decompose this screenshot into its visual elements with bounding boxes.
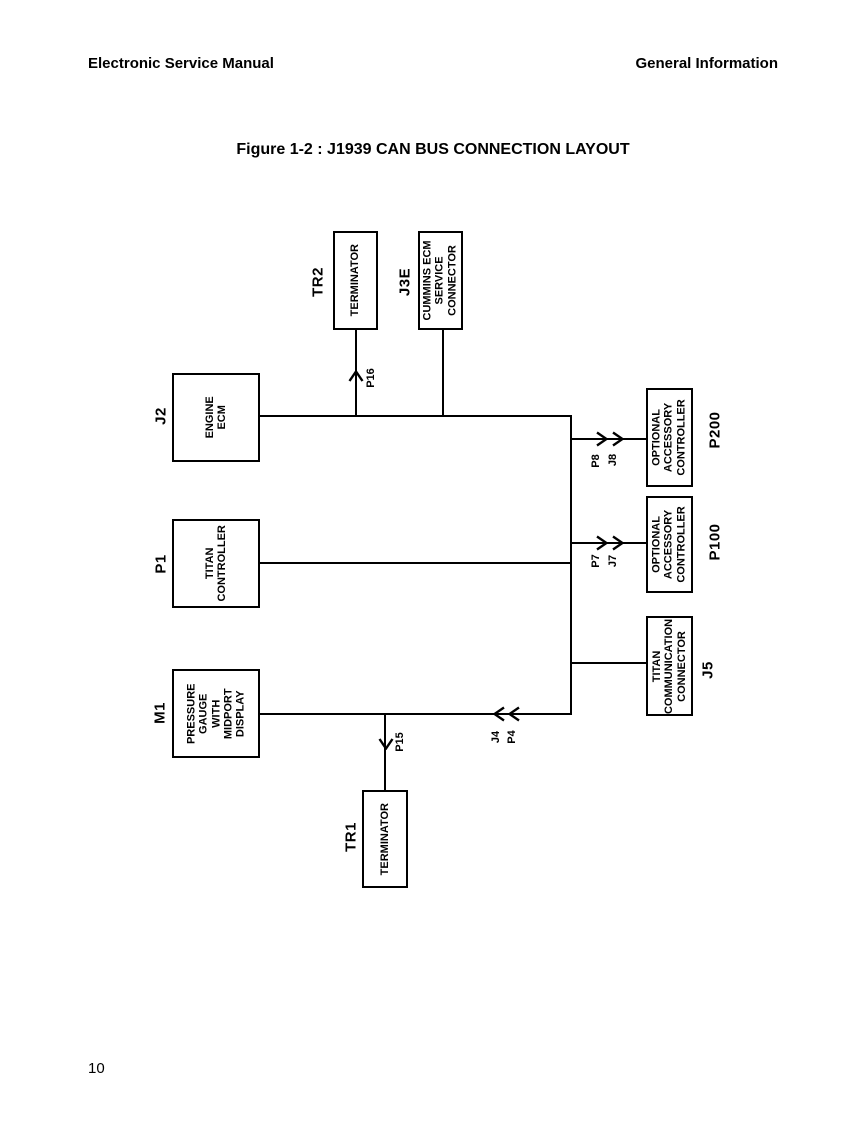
page-header: Electronic Service Manual General Inform… bbox=[88, 55, 778, 72]
j3e-drop-line bbox=[442, 330, 444, 416]
connector-label-j7: J7 bbox=[607, 554, 619, 568]
p4-arrow-left-icon bbox=[508, 706, 520, 722]
p15-arrow-down-icon bbox=[378, 738, 394, 750]
p8-arrow-right-icon bbox=[596, 431, 608, 447]
j8-arrow-right-icon bbox=[612, 431, 624, 447]
j4-arrow-left-icon bbox=[493, 706, 505, 722]
node-j3e-label: CUMMINS ECM SERVICE CONNECTOR bbox=[422, 240, 459, 321]
ref-label-tr2: TR2 bbox=[309, 267, 327, 297]
node-p200-optional-accessory-controller: OPTIONAL ACCESSORY CONTROLLER bbox=[646, 388, 693, 487]
node-m1-pressure-gauge: PRESSURE GAUGE WITH MIDPORT DISPLAY bbox=[172, 669, 260, 758]
node-p100-optional-accessory-controller: OPTIONAL ACCESSORY CONTROLLER bbox=[646, 496, 693, 593]
header-left-text: Electronic Service Manual bbox=[88, 55, 274, 72]
node-j2-engine-ecm: ENGINE ECM bbox=[172, 373, 260, 462]
node-j3e-cummins-ecm-service-connector: CUMMINS ECM SERVICE CONNECTOR bbox=[418, 231, 463, 330]
node-tr2-label: TERMINATOR bbox=[349, 244, 362, 317]
tr1-drop-line bbox=[384, 715, 386, 790]
bus-line-top bbox=[260, 415, 572, 417]
ref-label-p100: P100 bbox=[706, 523, 724, 561]
node-tr2-terminator: TERMINATOR bbox=[333, 231, 378, 330]
node-p1-label: TITAN CONTROLLER bbox=[203, 525, 228, 602]
node-j2-label: ENGINE ECM bbox=[203, 396, 228, 439]
j7-arrow-right-icon bbox=[612, 535, 624, 551]
figure-title: Figure 1-2 : J1939 CAN BUS CONNECTION LA… bbox=[236, 141, 630, 158]
p200-branch-line bbox=[572, 438, 646, 440]
header-right-text: General Information bbox=[635, 55, 778, 72]
p7-arrow-right-icon bbox=[596, 535, 608, 551]
ref-label-j2: J2 bbox=[152, 407, 170, 425]
connector-label-j8: J8 bbox=[607, 453, 619, 467]
ref-label-tr1: TR1 bbox=[342, 822, 360, 852]
connector-label-p8: P8 bbox=[590, 454, 602, 468]
page-number: 10 bbox=[88, 1060, 105, 1077]
connector-label-j4: J4 bbox=[490, 730, 502, 744]
connector-label-p15: P15 bbox=[394, 732, 406, 752]
node-p200-label: OPTIONAL ACCESSORY CONTROLLER bbox=[651, 399, 688, 476]
node-p1-titan-controller: TITAN CONTROLLER bbox=[172, 519, 260, 608]
node-p100-label: OPTIONAL ACCESSORY CONTROLLER bbox=[651, 506, 688, 583]
node-j5-label: TITAN COMMUNICATION CONNECTOR bbox=[651, 618, 688, 714]
connector-label-p7: P7 bbox=[590, 554, 602, 568]
bus-line-vertical bbox=[570, 415, 572, 715]
ref-label-m1: M1 bbox=[151, 702, 169, 724]
ref-label-p1: P1 bbox=[152, 554, 170, 574]
bus-line-bottom bbox=[260, 713, 572, 715]
ref-label-j3e: J3E bbox=[396, 267, 414, 297]
j5-branch-line bbox=[572, 662, 646, 664]
node-m1-label: PRESSURE GAUGE WITH MIDPORT DISPLAY bbox=[185, 683, 247, 744]
node-tr1-terminator: TERMINATOR bbox=[362, 790, 408, 888]
ref-label-j5: J5 bbox=[699, 661, 717, 679]
connector-label-p4: P4 bbox=[506, 730, 518, 744]
node-tr1-label: TERMINATOR bbox=[378, 802, 391, 876]
p1-connection-line bbox=[260, 562, 570, 564]
node-j5-titan-communication-connector: TITAN COMMUNICATION CONNECTOR bbox=[646, 616, 693, 716]
p100-branch-line bbox=[572, 542, 646, 544]
connector-label-p16: P16 bbox=[365, 368, 377, 388]
ref-label-p200: P200 bbox=[706, 411, 724, 449]
p16-arrow-up-icon bbox=[348, 370, 364, 382]
